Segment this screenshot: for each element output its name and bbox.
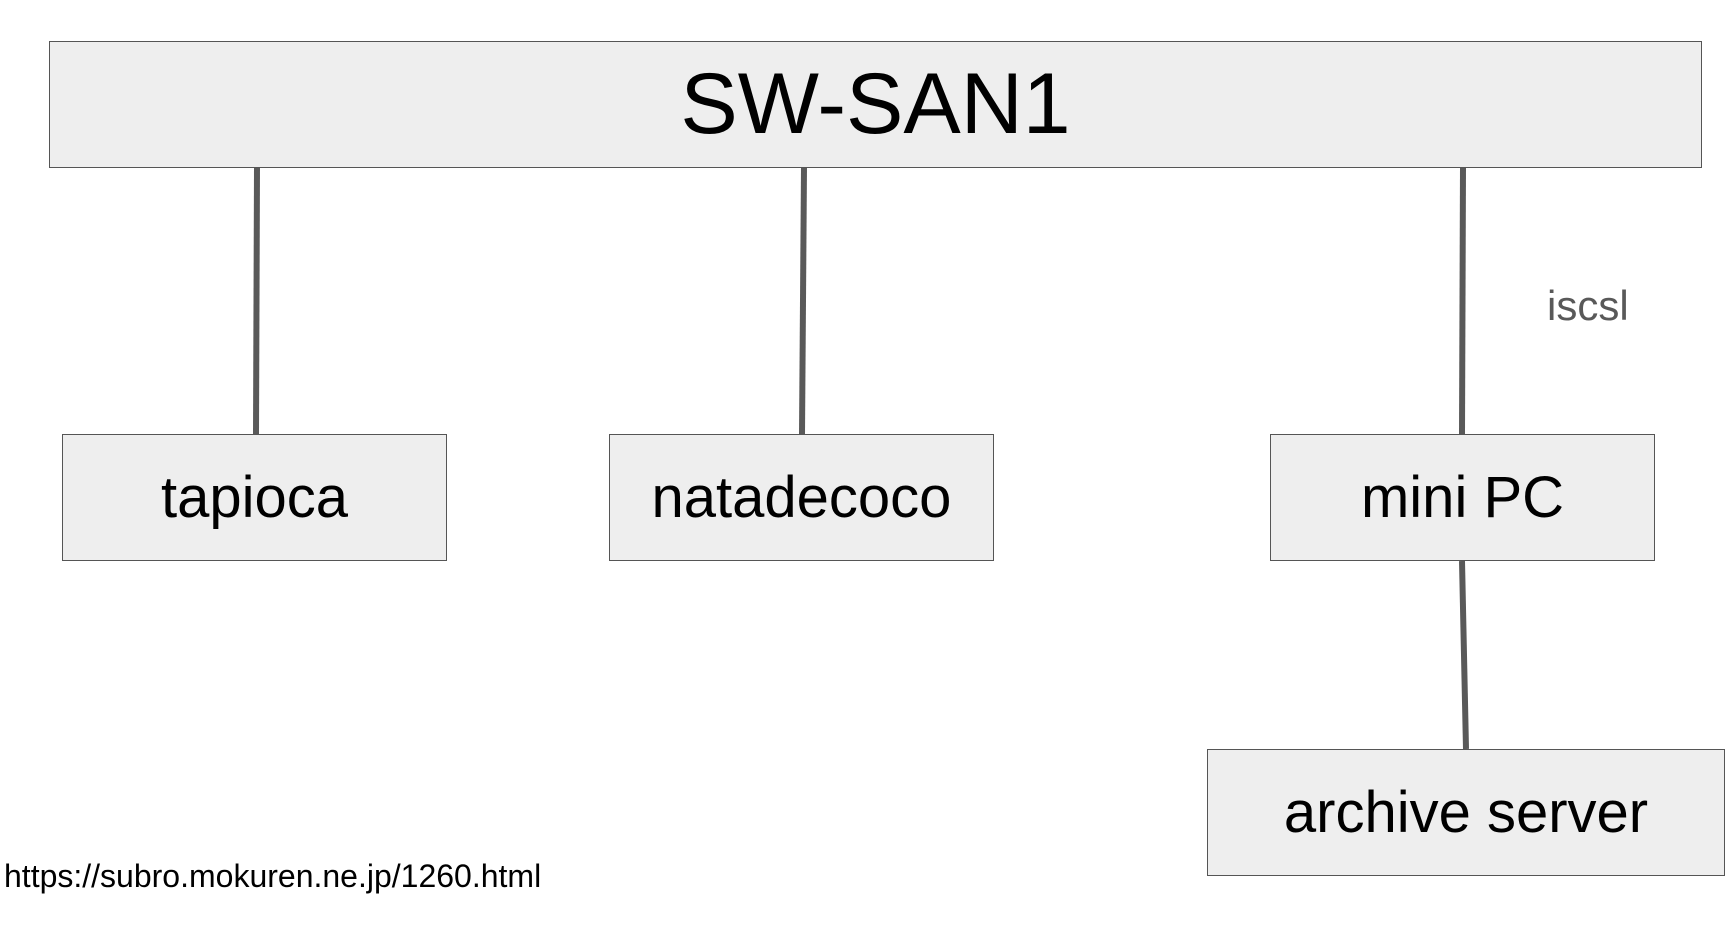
link-switch-tapioca xyxy=(253,166,260,435)
natadecoco-node: natadecoco xyxy=(609,434,994,561)
link-switch-mini-pc xyxy=(1459,166,1466,435)
source-url: https://subro.mokuren.ne.jp/1260.html xyxy=(4,858,542,894)
mini-pc-label: mini PC xyxy=(1360,465,1565,530)
tapioca-node: tapioca xyxy=(62,434,447,561)
link-mini-pc-archive-server xyxy=(1459,560,1469,750)
switch-node: SW-SAN1 xyxy=(49,41,1702,168)
switch-label: SW-SAN1 xyxy=(680,56,1071,152)
connection-label: iscsl xyxy=(1547,282,1629,329)
link-switch-natadecoco xyxy=(799,166,807,435)
mini-pc-node: mini PC xyxy=(1270,434,1655,561)
tapioca-label: tapioca xyxy=(160,465,349,530)
natadecoco-label: natadecoco xyxy=(651,465,952,530)
archive-server-label: archive server xyxy=(1283,780,1649,845)
archive-server-node: archive server xyxy=(1207,749,1725,876)
